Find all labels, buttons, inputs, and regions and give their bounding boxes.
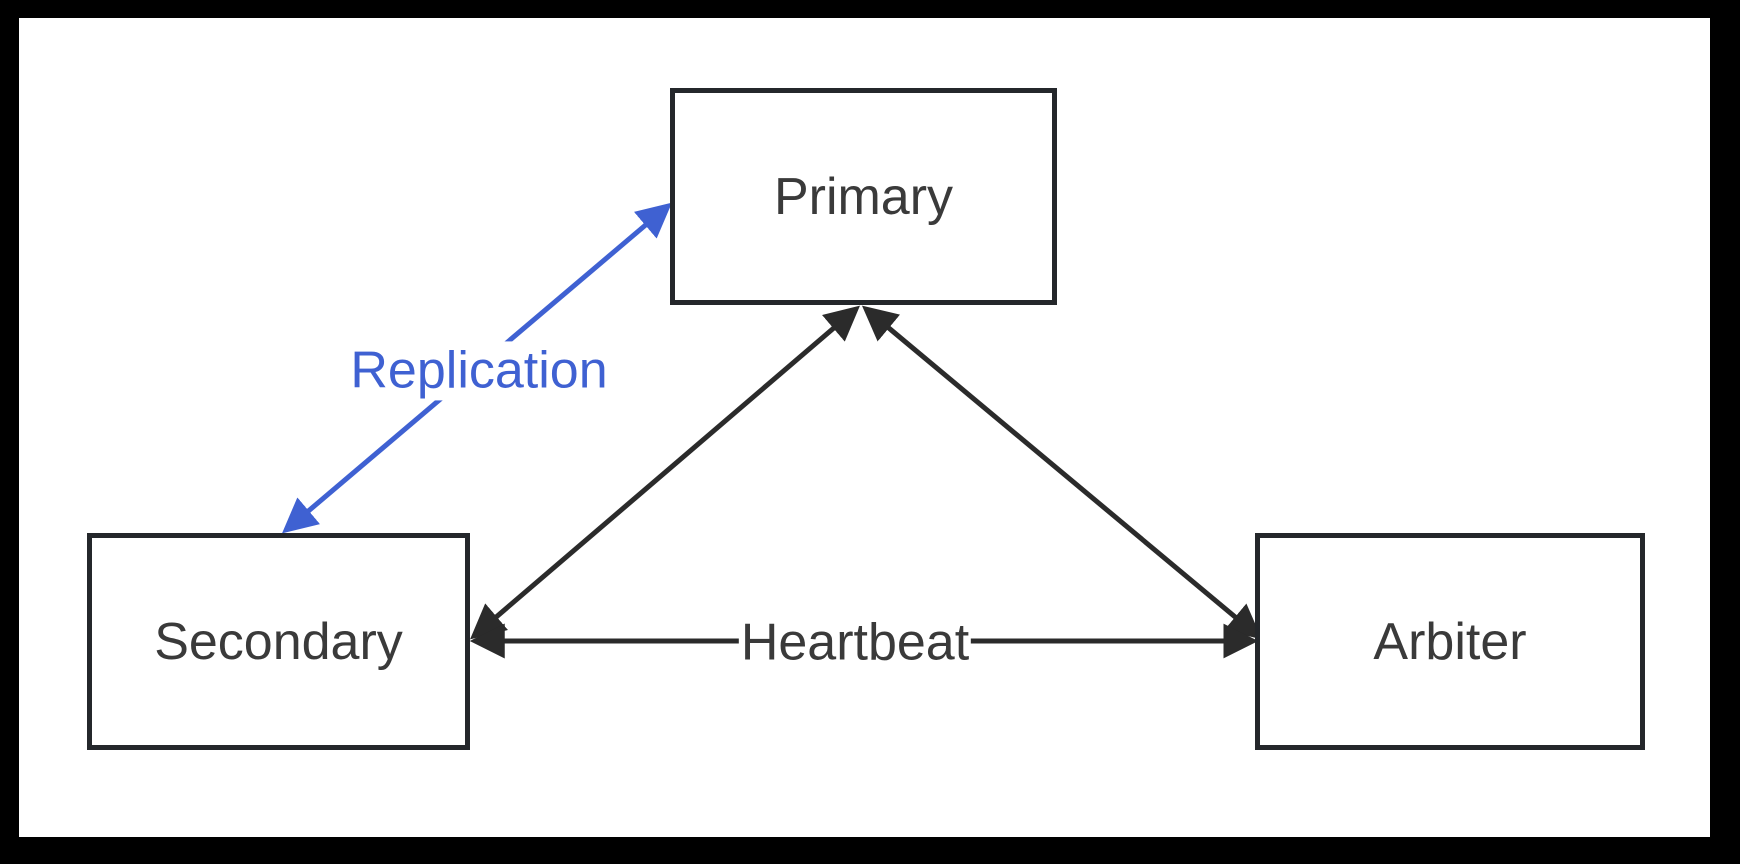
node-secondary-label: Secondary: [154, 612, 403, 671]
node-primary: Primary: [670, 88, 1057, 305]
edge-replication-label: Replication: [345, 341, 613, 401]
node-primary-label: Primary: [773, 167, 954, 226]
node-secondary: Secondary: [87, 533, 470, 750]
edge-heartbeat-secondary-primary-line: [470, 305, 860, 640]
node-arbiter-label: Arbiter: [1373, 612, 1527, 671]
node-arbiter: Arbiter: [1255, 533, 1645, 750]
edge-heartbeat-label: Heartbeat: [738, 613, 972, 673]
edge-heartbeat-primary-arbiter-line: [861, 305, 1263, 640]
